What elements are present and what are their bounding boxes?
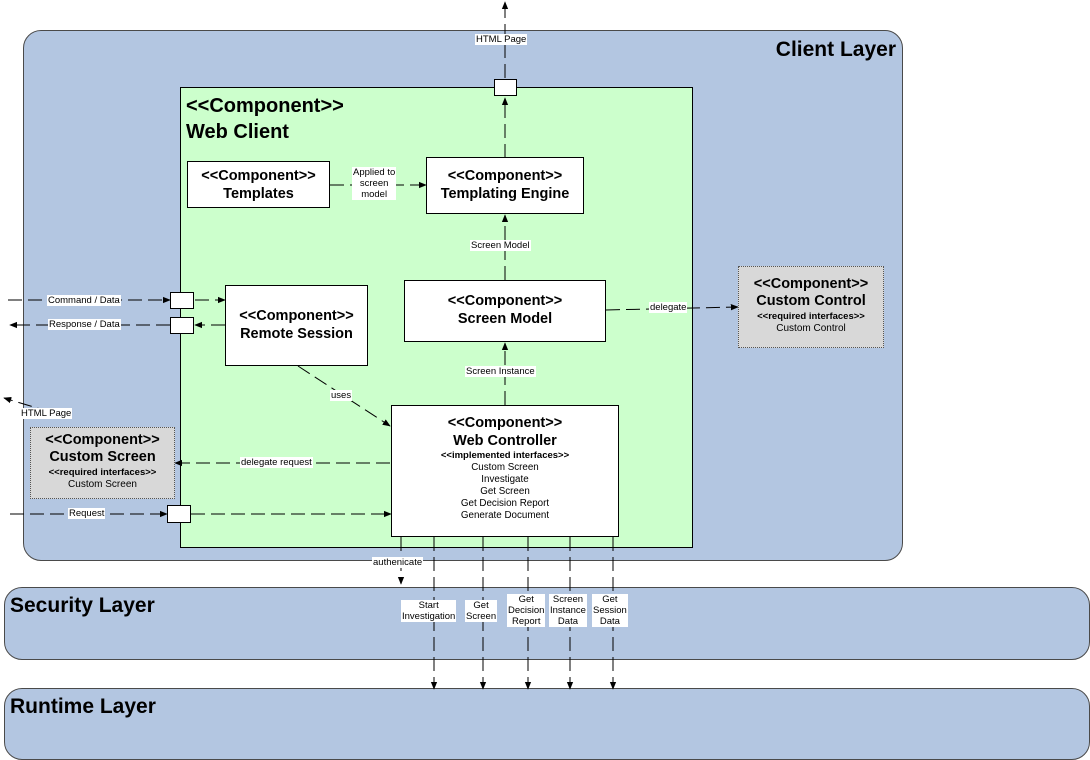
screen-model-name: Screen Model <box>457 311 553 327</box>
label-uses: uses <box>330 390 353 401</box>
custom-screen-interface: Custom Screen <box>68 479 137 490</box>
label-line: model <box>361 189 388 200</box>
port-html-page <box>494 79 517 96</box>
label-line: Data <box>557 616 578 627</box>
templates-stereotype: <<Component>> <box>201 168 316 184</box>
templates-name: Templates <box>223 186 294 202</box>
web-client-stereotype: <<Component>> <box>186 95 344 117</box>
custom-control-name: Custom Control <box>756 293 866 309</box>
remote-session-name: Remote Session <box>240 326 353 342</box>
custom-control-interface: Custom Control <box>776 323 846 334</box>
label-line: Report <box>511 616 541 627</box>
port-response-data <box>170 317 194 334</box>
label-applied-to: Applied to screen model <box>352 167 397 200</box>
custom-control-component: <<Component>> Custom Control <<required … <box>738 266 884 348</box>
edge-uses <box>297 365 391 427</box>
interface-item: Generate Document <box>460 510 550 521</box>
label-response-data: Response / Data <box>48 319 121 330</box>
port-command-data <box>170 292 194 309</box>
custom-control-stereotype: <<Component>> <box>753 276 869 292</box>
web-client-name: Web Client <box>186 121 289 143</box>
security-layer <box>4 587 1090 660</box>
label-line: Instance <box>550 605 586 616</box>
label-get-session-data: Get Session Data <box>592 594 628 627</box>
custom-control-interfaces-heading: <<required interfaces>> <box>757 311 865 322</box>
custom-screen-component: <<Component>> Custom Screen <<required i… <box>30 427 175 499</box>
label-line: Get <box>518 594 534 605</box>
templating-engine-component: <<Component>> Templating Engine <box>426 157 584 214</box>
port-request <box>167 505 191 523</box>
remote-session-component: <<Component>> Remote Session <box>225 285 368 366</box>
label-request: Request <box>68 508 106 519</box>
security-layer-title: Security Layer <box>10 594 155 617</box>
interface-item: Get Decision Report <box>460 498 550 509</box>
label-get-decision-report: Get Decision Report <box>507 594 546 627</box>
label-line: Session <box>593 605 627 616</box>
templating-engine-stereotype: <<Component>> <box>447 168 563 184</box>
label-line: Get <box>473 600 489 611</box>
custom-screen-stereotype: <<Component>> <box>45 432 160 448</box>
label-get-screen: Get Screen <box>465 600 498 622</box>
label-authenticate: authenicate <box>372 557 424 568</box>
runtime-layer-title: Runtime Layer <box>10 695 156 718</box>
label-start-investigation: Start Investigation <box>401 600 457 622</box>
label-line: Decision <box>508 605 545 616</box>
label-line: Start <box>418 600 439 611</box>
label-line: Screen <box>552 594 584 605</box>
custom-screen-name: Custom Screen <box>49 449 156 465</box>
screen-model-component: <<Component>> Screen Model <box>404 280 606 342</box>
label-screen-instance-data: Screen Instance Data <box>549 594 587 627</box>
label-line: Get <box>602 594 618 605</box>
label-html-page-left: HTML Page <box>20 408 73 419</box>
web-client-title: <<Component>> Web Client <box>186 93 344 145</box>
screen-model-stereotype: <<Component>> <box>447 293 563 309</box>
label-delegate-request: delegate request <box>240 457 313 468</box>
label-command-data: Command / Data <box>47 295 121 306</box>
custom-screen-interfaces-heading: <<required interfaces>> <box>48 467 157 478</box>
runtime-layer <box>4 688 1090 760</box>
label-screen-model: Screen Model <box>470 240 531 251</box>
templates-component: <<Component>> Templates <box>187 161 330 208</box>
label-delegate: delegate <box>649 302 688 313</box>
templating-engine-name: Templating Engine <box>440 186 570 202</box>
label-line: Screen <box>466 611 497 622</box>
label-line: Investigation <box>402 611 456 622</box>
interface-item: Get Screen <box>480 486 530 497</box>
client-layer-title: Client Layer <box>775 38 896 61</box>
web-controller-interface-list: Custom Screen Investigate Get Screen Get… <box>392 462 618 522</box>
interface-item: Investigate <box>481 474 529 485</box>
label-line: Data <box>599 616 620 627</box>
remote-session-stereotype: <<Component>> <box>239 308 354 324</box>
label-html-page-top: HTML Page <box>475 34 528 45</box>
web-controller-stereotype: <<Component>> <box>447 415 563 431</box>
web-controller-interfaces-heading: <<implemented interfaces>> <box>440 450 570 461</box>
web-controller-component: <<Component>> Web Controller <<implement… <box>391 405 619 537</box>
label-line: Applied to <box>353 167 396 178</box>
web-controller-name: Web Controller <box>453 433 557 449</box>
label-screen-instance: Screen Instance <box>465 366 536 377</box>
label-line: screen <box>359 178 389 189</box>
interface-item: Custom Screen <box>471 462 539 473</box>
